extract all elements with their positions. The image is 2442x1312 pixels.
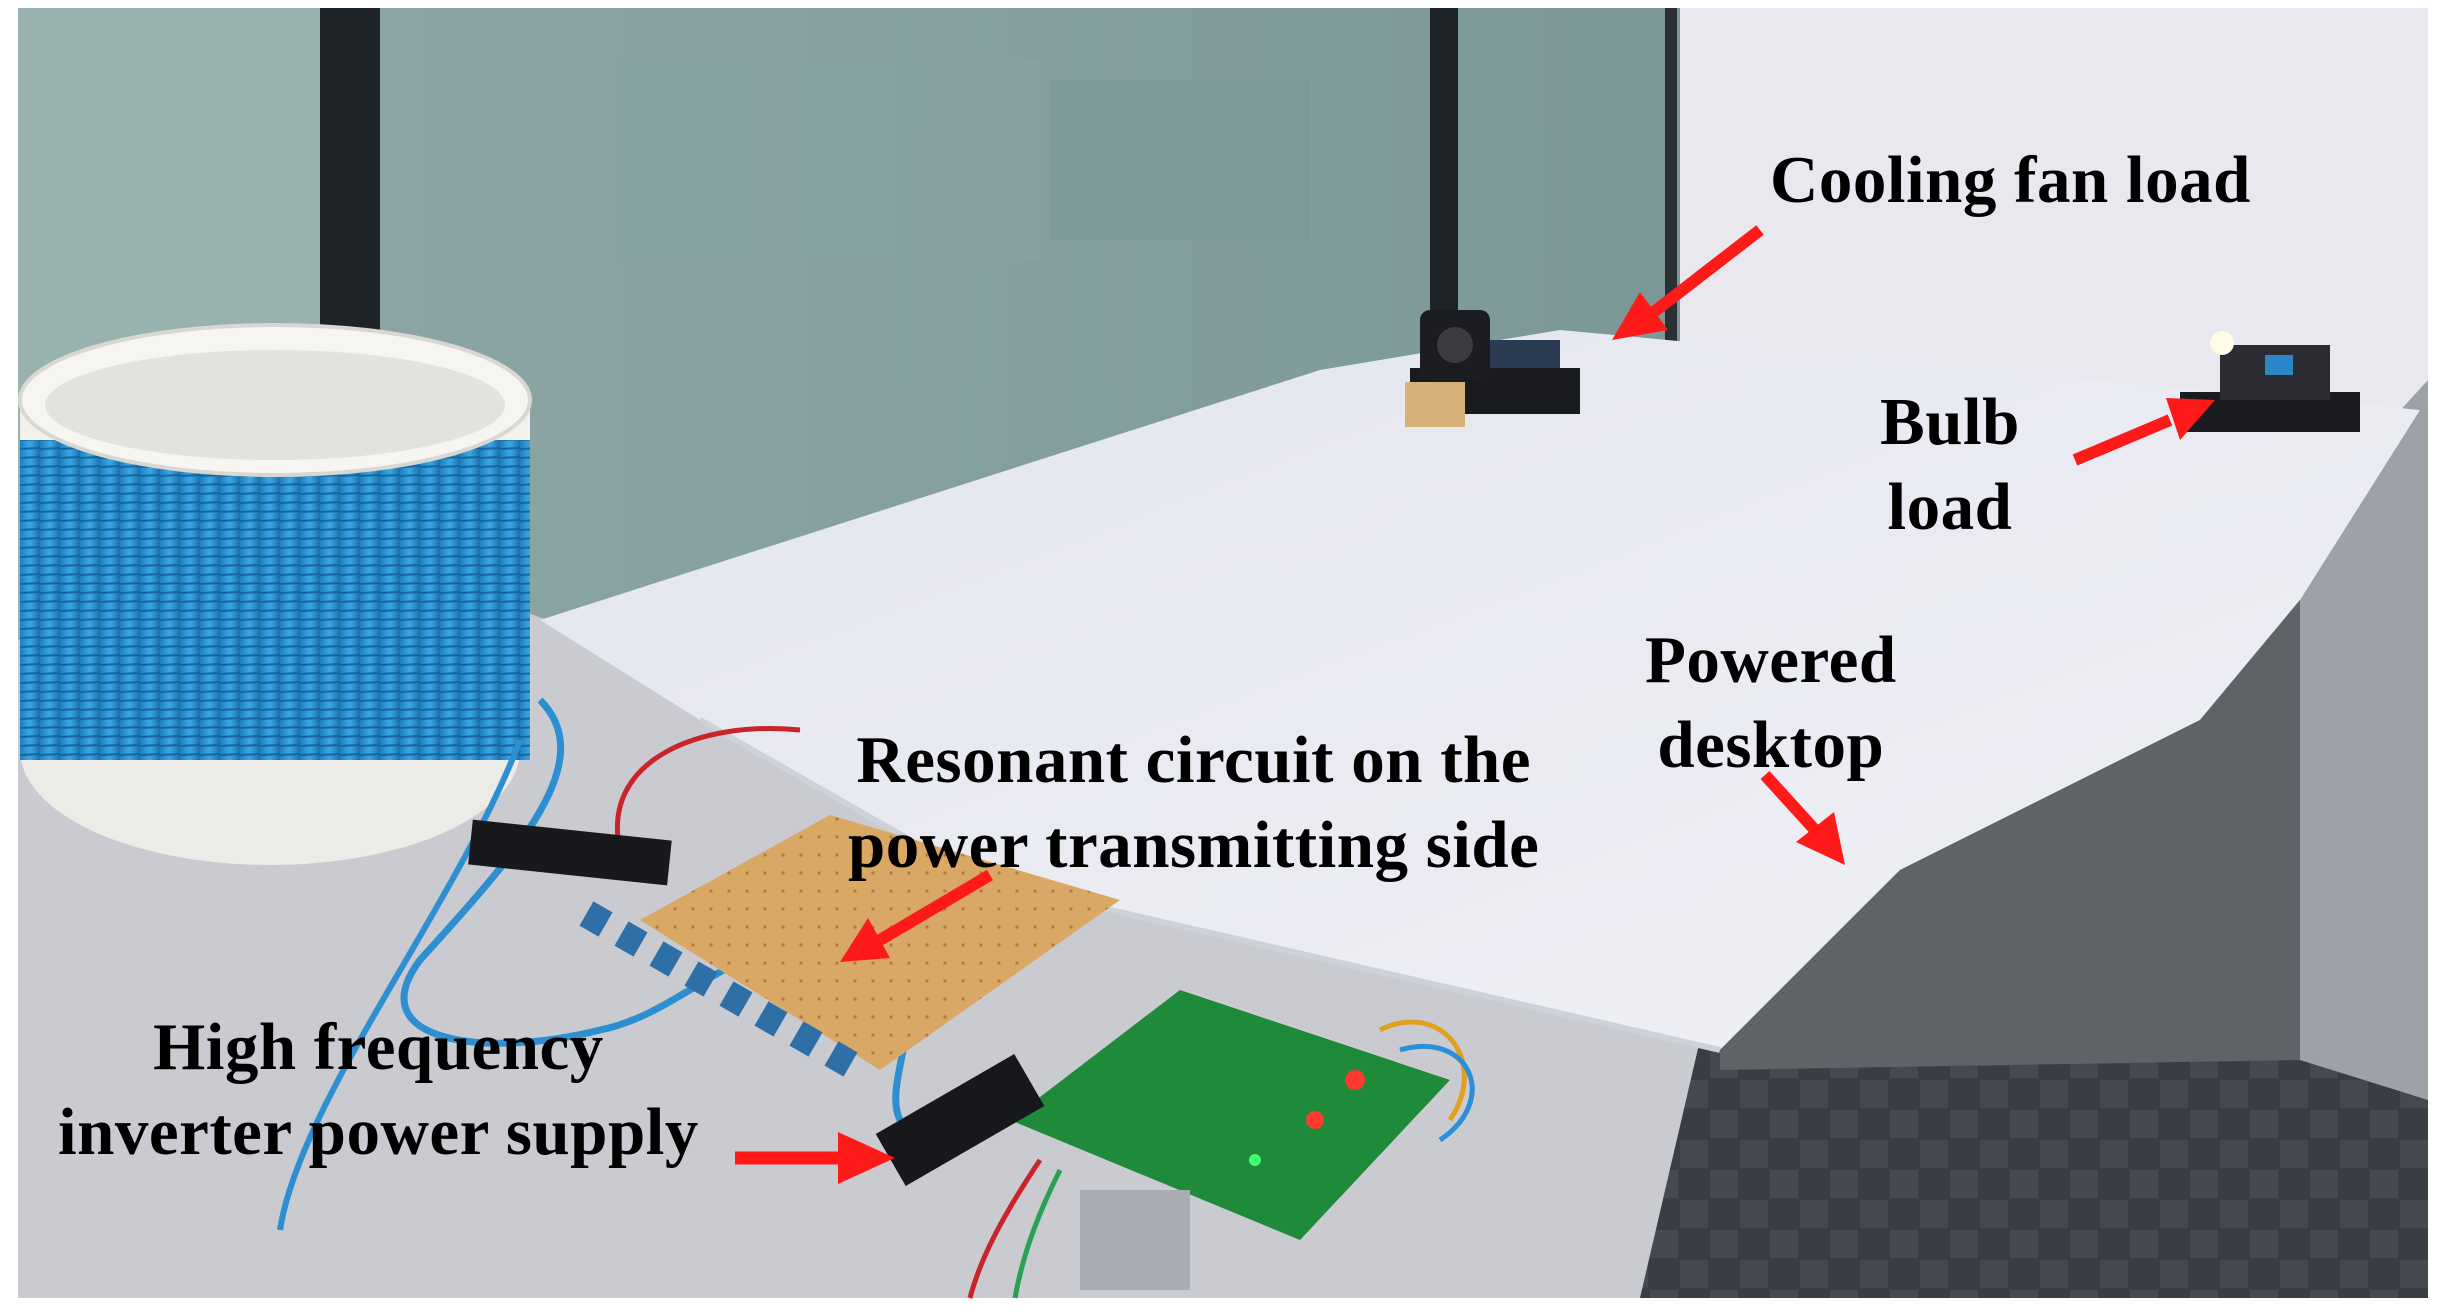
label-powered-line2: desktop [1657,708,1885,783]
label-bulb-line2: load [1887,470,2013,545]
label-resonant-line2: power transmitting side [848,808,1540,883]
label-resonant-line1: Resonant circuit on the [856,723,1532,797]
label-cooling-fan-text: Cooling fan load [1770,143,2251,217]
label-powered-line1: Powered [1645,623,1897,697]
label-bulb-line1: Bulb [1880,385,2020,459]
label-cooling-fan-load: Cooling fan load [1770,138,2251,223]
label-bulb-load: Bulb load [1880,380,2020,550]
label-inverter-power-supply: High frequency inverter power supply [58,1005,699,1175]
label-resonant-circuit: Resonant circuit on the power transmitti… [848,718,1539,888]
label-powered-desktop: Powered desktop [1645,618,1897,788]
label-inverter-line1: High frequency [153,1010,604,1084]
label-inverter-line2: inverter power supply [58,1095,699,1170]
